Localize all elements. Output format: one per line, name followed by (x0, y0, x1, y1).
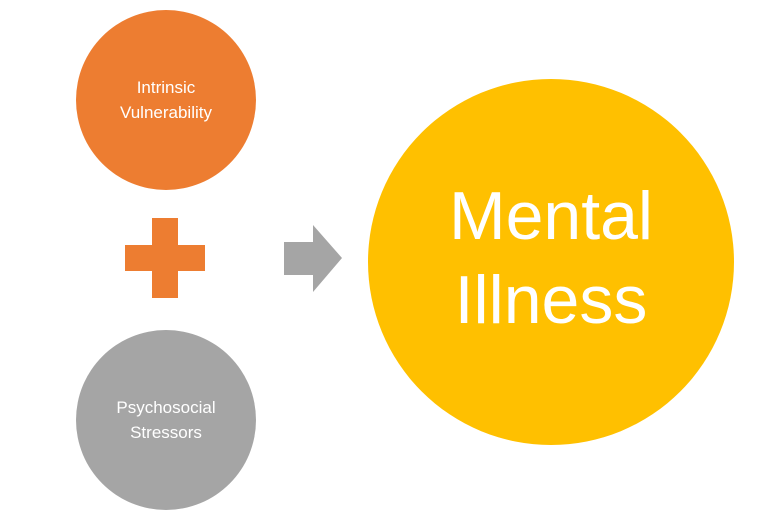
plus-icon (125, 218, 205, 298)
mental-illness-label: Mental Illness (401, 168, 701, 348)
mental-illness-circle (368, 79, 734, 445)
psychosocial-stressors-label: Psychosocial Stressors (86, 380, 246, 460)
intrinsic-vulnerability-circle (76, 10, 256, 190)
vulnerability-line2: Vulnerability (120, 103, 212, 122)
arrow-right-icon (284, 225, 342, 292)
vulnerability-line1: Intrinsic (136, 78, 196, 97)
psychosocial-stressors-circle (76, 330, 256, 510)
stressors-line1: Psychosocial (116, 398, 216, 417)
outcome-line1: Mental (448, 178, 654, 254)
intrinsic-vulnerability-label: Intrinsic Vulnerability (86, 60, 246, 140)
outcome-line2: Illness (454, 262, 648, 338)
stressors-line2: Stressors (130, 423, 202, 442)
